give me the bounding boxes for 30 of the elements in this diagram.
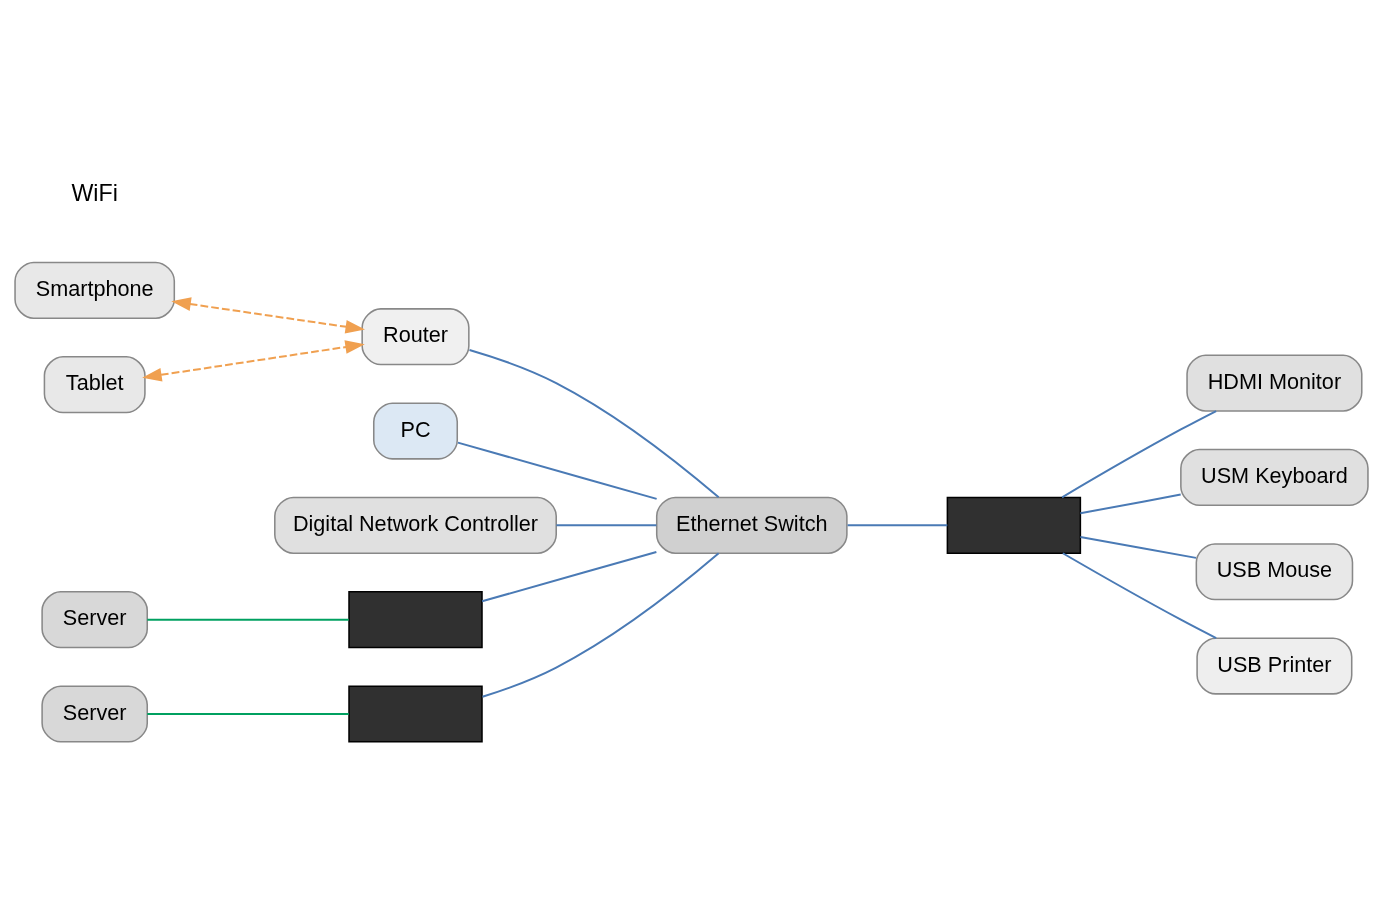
connector [556,523,657,526]
node-box: HDMI Monitor [1186,354,1363,412]
node-box: Ethernet Switch [655,496,848,554]
connector [147,618,349,621]
connector [1062,551,1217,639]
connector [1080,535,1197,559]
node-box: Tablet [43,355,146,413]
connector [457,441,657,500]
node-box [348,684,483,743]
connector [1080,493,1181,514]
node-box: Server [41,684,149,743]
connector [469,348,720,498]
node-box: USB Mouse [1195,542,1354,600]
label: WiFi [71,179,118,206]
node-box: Server [41,590,149,648]
arrow [142,339,365,382]
connector [147,712,349,715]
node-box: PC [373,401,459,460]
arrow [171,296,365,333]
node-box [348,590,483,648]
node-box: Digital Network Controller [274,496,557,554]
node-box: Smartphone [14,261,176,319]
connector [481,550,657,602]
node-box: USB Printer [1196,636,1353,695]
connector [847,523,948,526]
node-box [946,496,1082,554]
connector [1061,409,1217,498]
node-box: USM Keyboard [1180,448,1369,506]
node-box: Router [361,307,470,365]
connector [482,552,720,698]
